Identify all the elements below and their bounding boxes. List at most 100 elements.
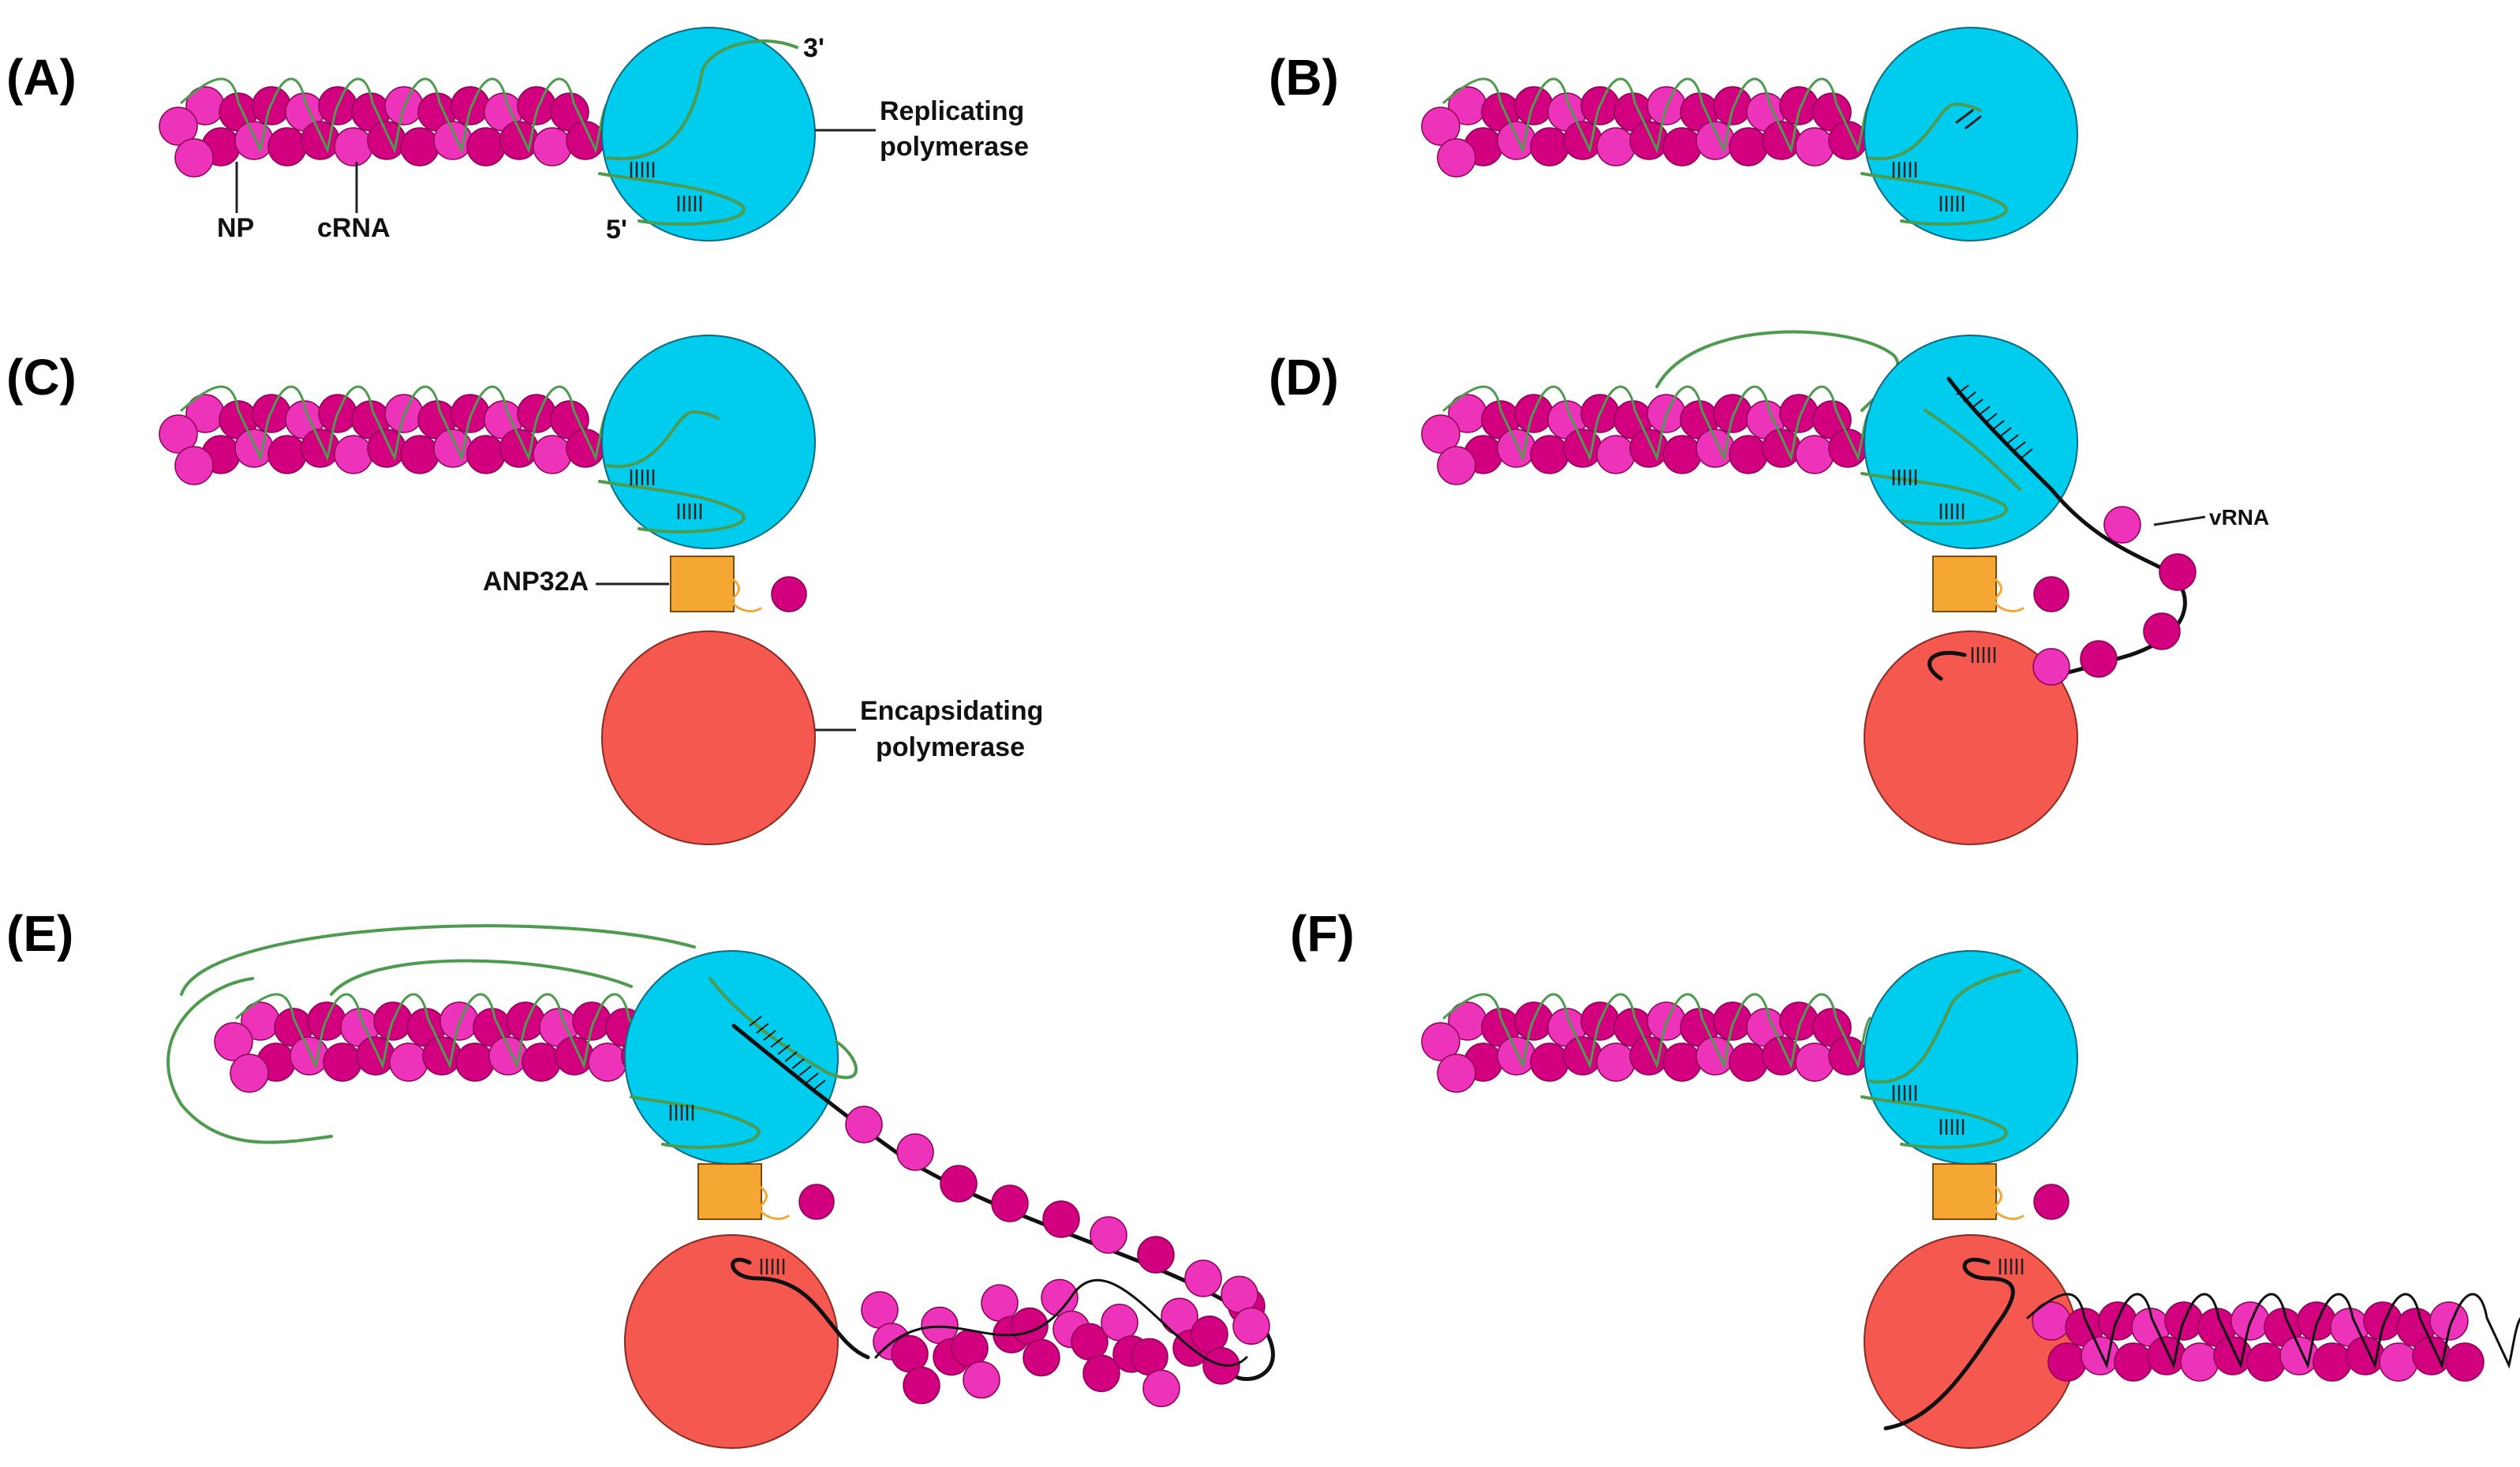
np-sphere: [214, 1022, 253, 1061]
np-sphere: [517, 394, 556, 433]
np-sphere: [400, 435, 439, 474]
duplex-tick: [1956, 384, 1969, 395]
panel-e-promoter-5: [669, 1105, 694, 1121]
panel-b-primer-ticks: [1955, 109, 1982, 129]
rna-strand: [180, 77, 609, 154]
panel-f-vrna-promoter: [1998, 1259, 2024, 1274]
panel-e-crna-inner-loop: [330, 959, 633, 996]
np-sphere: [1596, 435, 1636, 474]
np-sphere: [334, 127, 373, 167]
np-sphere: [1729, 435, 1768, 474]
rna-strand: [235, 993, 664, 1069]
panel-label-f: (F): [1290, 905, 1355, 962]
panel-c-encapsidating-polymerase: [601, 631, 816, 845]
np-sphere: [2147, 1336, 2186, 1375]
duplex-tick: [756, 1023, 769, 1034]
np-sphere: [1563, 121, 1602, 160]
rna-strand: [180, 385, 609, 462]
np-sphere: [1563, 428, 1602, 468]
np-sphere: [1497, 121, 1536, 160]
encapsidating-polymerase-body: [624, 1234, 839, 1449]
panel-e-vrna-hook: [731, 1257, 870, 1360]
panel-d-encapsidating-polymerase: [1864, 631, 2078, 845]
np-sphere: [2363, 1301, 2402, 1341]
rna-strand: [1442, 993, 1871, 1069]
encapsidating-polymerase-body: [1864, 631, 2078, 845]
np-sphere: [2429, 1301, 2469, 1341]
duplex-tick: [1998, 427, 2012, 438]
np-sphere: [1530, 127, 1569, 167]
np-sphere: [334, 435, 373, 474]
panel-f-promoter-5: [1939, 1119, 1965, 1135]
panel-b-crna-5prime-loop: [1860, 172, 2008, 226]
vrnp-np-sphere: [1221, 1275, 1258, 1314]
panel-d-promoter-3: [1892, 470, 1917, 485]
anp32a-box: [1932, 556, 1997, 612]
panel-c-anp32a: [670, 556, 807, 613]
encapsidating-polymerase-label-1: Encapsidating: [860, 696, 1043, 726]
np-sphere: [1662, 435, 1702, 474]
panel-e-crna-5prime-loop: [630, 1095, 761, 1149]
np-sphere: [1530, 435, 1569, 474]
vrna-leader-line: [2153, 515, 2206, 526]
panel-b-promoter-5: [1939, 196, 1965, 211]
duplex-tick: [763, 1030, 776, 1041]
panel-f-crna-5prime-loop: [1860, 1095, 2008, 1149]
np-sphere: [2047, 1342, 2087, 1382]
duplex-tick: [1991, 420, 2005, 431]
np-sphere: [451, 394, 490, 433]
panel-label-b: (B): [1269, 49, 1339, 106]
replicating-polymerase-label-1: Replicating: [880, 96, 1024, 126]
anp32a-tail: [731, 578, 762, 613]
np-sphere: [1421, 1022, 1460, 1061]
vrnp-np-sphere: [951, 1329, 989, 1368]
vrnp-np-sphere: [861, 1291, 899, 1329]
vrnp-np-sphere: [1232, 1307, 1270, 1345]
panel-c-promoter-3: [630, 470, 655, 485]
vrnp-strand: [874, 1278, 1248, 1367]
duplex-tick: [784, 1051, 798, 1062]
np-sphere: [506, 1001, 545, 1041]
np-sphere: [1530, 1042, 1569, 1082]
panel-d-template-strand: [1924, 409, 2021, 491]
panel-b-promoter-3: [1892, 162, 1917, 178]
five-prime-label: 5': [606, 215, 627, 245]
np-sphere: [466, 435, 506, 474]
panel-e-crna-long-loop: [180, 924, 696, 996]
free-np-sphere: [771, 576, 807, 612]
panel-f-anp32a: [1932, 1163, 2069, 1221]
free-np-sphere: [798, 1184, 835, 1220]
panel-label-d: (D): [1269, 349, 1339, 406]
np-sphere: [2445, 1342, 2484, 1382]
anp32a-tail: [759, 1186, 790, 1221]
np-sphere: [267, 127, 307, 167]
anp32a-label: ANP32A: [483, 567, 589, 597]
vrnp-np-sphere: [1082, 1354, 1120, 1393]
vrnp-np-sphere: [921, 1306, 959, 1345]
anp32a-tail: [1994, 578, 2025, 613]
panel-label-a: (A): [6, 49, 77, 106]
panel-e-replicating-polymerase: [624, 950, 839, 1165]
vrnp-np-sphere: [963, 1360, 1000, 1399]
vrnp-np-sphere: [903, 1366, 940, 1405]
panel-a-crna-rnp: [159, 77, 609, 178]
panel-f-crna-rnp: [1421, 993, 1871, 1093]
np-label: NP: [217, 213, 254, 243]
duplex-tick: [798, 1065, 812, 1076]
duplex-tick: [1970, 399, 1983, 410]
replicating-polymerase-body: [601, 27, 816, 241]
np-sphere: [588, 1042, 627, 1082]
np-sphere: [533, 435, 572, 474]
anp32a-box: [697, 1163, 762, 1220]
panel-a-replicating-polymerase: [601, 27, 816, 241]
np-sphere: [2312, 1342, 2352, 1382]
np-sphere: [2297, 1301, 2336, 1341]
panel-e-template-strand: [709, 977, 858, 1080]
np-sphere: [1729, 127, 1768, 167]
np-sphere: [1662, 127, 1702, 167]
np-sphere: [1779, 86, 1819, 125]
replicating-polymerase-body: [1864, 27, 2078, 241]
np-sphere: [234, 121, 274, 160]
np-sphere: [1779, 1001, 1819, 1041]
vrnp-np-sphere: [891, 1334, 929, 1373]
